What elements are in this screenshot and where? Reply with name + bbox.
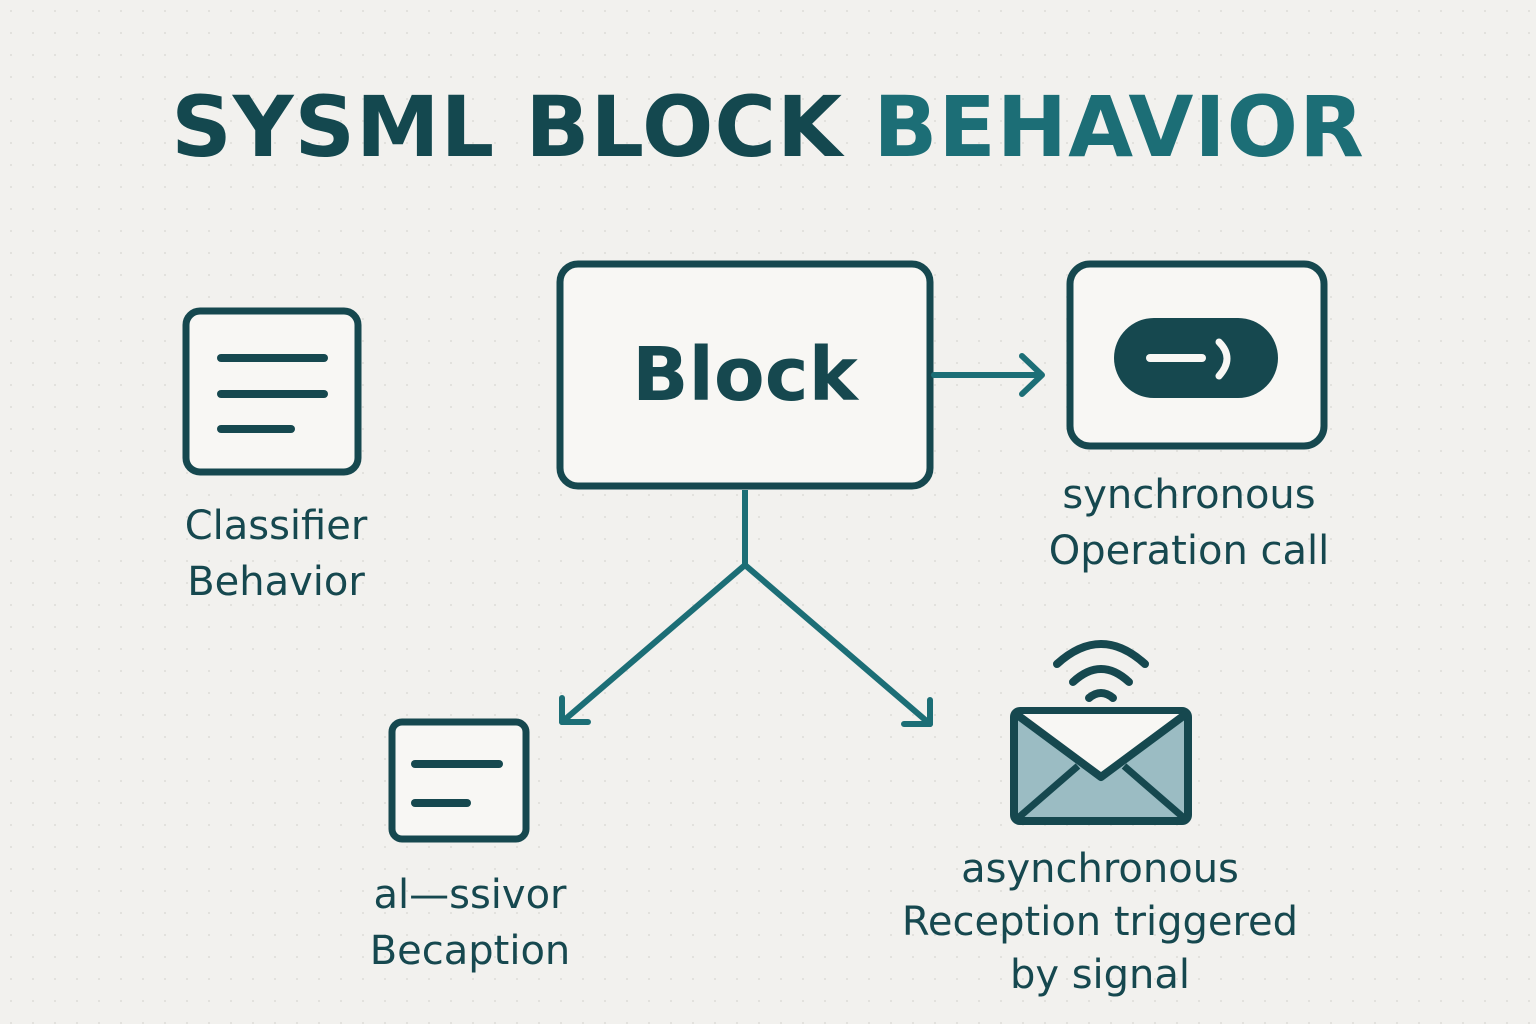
reception-left-label-line2: Becaption — [369, 928, 571, 974]
title-part-1: SYSML BLOCK — [171, 78, 844, 176]
classifier-label-line1: Classifier — [184, 503, 368, 549]
block-label: Block — [632, 332, 858, 418]
diagram-title: SYSML BLOCK BEHAVIOR — [0, 72, 1536, 182]
reception-left-label: al—ssivor Becaption — [340, 867, 600, 979]
envelope-signal-icon — [1010, 640, 1192, 825]
signal-waves-icon — [1053, 640, 1149, 702]
signal-label-line3: by signal — [1009, 952, 1191, 998]
operation-label: synchronous Operation call — [1030, 467, 1348, 579]
classifier-label-line2: Behavior — [187, 559, 365, 605]
title-part-2: BEHAVIOR — [873, 78, 1365, 176]
reception-left-label-line1: al—ssivor — [373, 872, 567, 918]
operation-arrow — [931, 353, 1045, 397]
envelope-icon — [1010, 707, 1192, 825]
reception-document-icon — [388, 718, 530, 843]
block-box[interactable] — [556, 260, 934, 490]
operation-pill-icon — [1114, 318, 1278, 398]
classifier-label: Classifier Behavior — [160, 498, 392, 610]
signal-label: asynchronous Reception triggered by sign… — [880, 843, 1320, 1002]
left-branch-arrow — [559, 562, 748, 725]
operation-label-line1: synchronous — [1062, 472, 1316, 518]
operation-label-line2: Operation call — [1048, 528, 1330, 574]
signal-label-line2: Reception triggered — [901, 899, 1299, 945]
signal-label-line1: asynchronous — [961, 846, 1239, 892]
classifier-document-icon — [182, 307, 362, 476]
right-branch-arrow — [742, 562, 933, 727]
